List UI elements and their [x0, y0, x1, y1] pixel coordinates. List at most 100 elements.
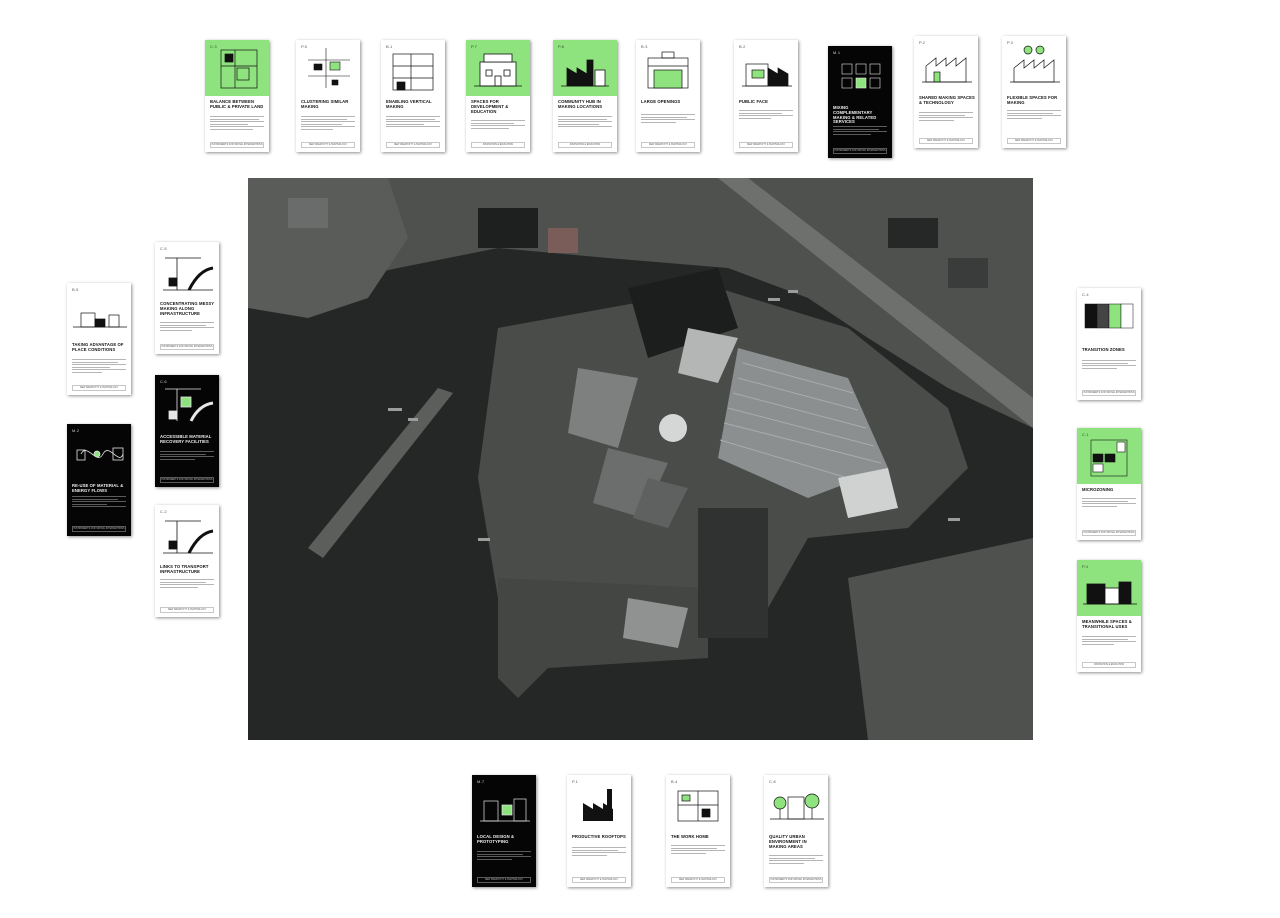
card-title: MEANWHILE SPACES & TRANSITIONAL USES: [1082, 619, 1132, 629]
card-text: [671, 845, 725, 855]
cluster-icon: [296, 40, 360, 96]
card-links[interactable]: C.2 LINKS TO TRANSPORT INFRASTRUCTURE NE…: [155, 505, 219, 617]
card-title: LINKS TO TRANSPORT INFRASTRUCTURE: [160, 564, 209, 574]
building-section-icon: [381, 40, 445, 96]
card-title: PUBLIC FACE: [739, 99, 769, 104]
card-tag: INNOVATION & EDUCATION: [471, 142, 525, 148]
card-text: [301, 116, 355, 132]
card-openings[interactable]: B.3 LARGE OPENINGS NEW CREATIVITY & TECH…: [636, 40, 700, 152]
card-workhome[interactable]: B.4 THE WORK HOME NEW CREATIVITY & TECHN…: [666, 775, 730, 887]
card-code: P.7: [471, 44, 478, 49]
card-tag: NEW CREATIVITY & TECHNOLOGY: [641, 142, 695, 148]
storefront-icon: [636, 40, 700, 96]
card-tag: NEW CREATIVITY & TECHNOLOGY: [160, 607, 214, 613]
card-text: [471, 120, 525, 130]
card-tag: INSTRUMENTS FOR SPATIAL INTERVENTIONS: [1082, 530, 1136, 536]
sawtooth-roof-icon: [914, 36, 978, 92]
card-code: C.6: [160, 379, 167, 384]
card-material[interactable]: C.6 ACCESSIBLE MATERIAL RECOVERY FACILIT…: [155, 375, 219, 487]
card-title: TRANSITION ZONES: [1082, 347, 1125, 352]
card-title: TAKING ADVANTAGE OF PLACE CONDITIONS: [72, 342, 124, 352]
card-code: B.4: [671, 779, 678, 784]
card-text: [160, 322, 214, 332]
card-rooftops[interactable]: P.1 PRODUCTIVE ROOFTOPS NEW CREATIVITY &…: [567, 775, 631, 887]
card-code: P.2: [919, 40, 926, 45]
transition-grid-icon: [1077, 288, 1141, 344]
card-tag: INNOVATION & EDUCATION: [1082, 662, 1136, 668]
card-text: [72, 496, 126, 509]
card-title: BALANCE BETWEEN PUBLIC & PRIVATE LAND: [210, 99, 264, 109]
card-title: LARGE OPENINGS: [641, 99, 681, 104]
card-code: B.2: [739, 44, 746, 49]
card-code: C.1: [1082, 432, 1089, 437]
card-code: M.7: [477, 779, 485, 784]
card-title: CONCENTRATING MESSY MAKING ALONG INFRAST…: [160, 301, 215, 316]
card-code: P.3: [1007, 40, 1014, 45]
card-title: QUALITY URBAN ENVIRONMENT IN MAKING AREA…: [769, 834, 807, 849]
card-title: MIXING COMPLEMENTARY MAKING & RELATED SE…: [833, 105, 877, 125]
prototype-icon: [472, 775, 536, 831]
card-code: M.1: [833, 50, 841, 55]
card-code: C.3: [210, 44, 217, 49]
card-tag: NEW CREATIVITY & TECHNOLOGY: [386, 142, 440, 148]
card-text: [477, 851, 531, 861]
card-code: P.8: [558, 44, 565, 49]
card-title: ACCESSIBLE MATERIAL RECOVERY FACILITIES: [160, 434, 212, 444]
card-p7[interactable]: P.7 SPACES FOR DEVELOPMENT & EDUCATION I…: [466, 40, 530, 152]
card-tag: NEW CREATIVITY & TECHNOLOGY: [671, 877, 725, 883]
card-meanwhile[interactable]: P.4 MEANWHILE SPACES & TRANSITIONAL USES…: [1077, 560, 1141, 672]
card-text: [558, 116, 612, 129]
card-tag: NEW CREATIVITY & TECHNOLOGY: [301, 142, 355, 148]
card-transition[interactable]: C.4 TRANSITION ZONES INSTRUMENTS FOR SPA…: [1077, 288, 1141, 400]
card-tag: INSTRUMENTS FOR SPATIAL INTERVENTIONS: [769, 877, 823, 883]
card-title: MICROZONING: [1082, 487, 1114, 492]
card-title: FLEXIBLE SPACES FOR MAKING: [1007, 95, 1058, 105]
zoning-grid-icon: [1077, 428, 1141, 484]
card-text: [572, 847, 626, 857]
card-code: C.8: [769, 779, 776, 784]
card-title: CLUSTERING SIMILAR MAKING: [301, 99, 349, 109]
card-code: B.5: [72, 287, 79, 292]
card-text: [641, 114, 695, 124]
card-publicface[interactable]: B.2 PUBLIC FACE NEW CREATIVITY & TECHNOL…: [734, 40, 798, 152]
card-tag: INSTRUMENTS FOR SPATIAL INTERVENTIONS: [833, 148, 887, 154]
card-tag: NEW CREATIVITY & TECHNOLOGY: [572, 877, 626, 883]
card-code: P.5: [301, 44, 308, 49]
card-concentrating[interactable]: C.5 CONCENTRATING MESSY MAKING ALONG INF…: [155, 242, 219, 354]
card-code: M.2: [72, 428, 80, 433]
card-shared[interactable]: P.2 SHARED MAKING SPACES & TECHNOLOGY NE…: [914, 36, 978, 148]
card-tag: INSTRUMENTS FOR SPATIAL INTERVENTIONS: [1082, 390, 1136, 396]
card-text: [160, 451, 214, 461]
card-clustering[interactable]: P.5 CLUSTERING SIMILAR MAKING NEW CREATI…: [296, 40, 360, 152]
card-tag: INSTRUMENTS FOR SPATIAL INTERVENTIONS: [160, 477, 214, 483]
card-reuse[interactable]: M.2 RE-USE OF MATERIAL & ENERGY FLOWS IN…: [67, 424, 131, 536]
card-microzoning[interactable]: C.1 MICROZONING INSTRUMENTS FOR SPATIAL …: [1077, 428, 1141, 540]
card-advantage[interactable]: B.5 TAKING ADVANTAGE OF PLACE CONDITIONS…: [67, 283, 131, 395]
work-home-icon: [666, 775, 730, 831]
card-title: LOCAL DESIGN & PROTOTYPING: [477, 834, 515, 844]
school-icon: [466, 40, 530, 96]
card-p8[interactable]: P.8 COMMUNITY HUB IN MAKING LOCATIONS IN…: [553, 40, 617, 152]
card-title: SPACES FOR DEVELOPMENT & EDUCATION: [471, 99, 509, 114]
card-tag: INSTRUMENTS FOR SPATIAL INTERVENTIONS: [210, 142, 264, 148]
card-mixing[interactable]: M.1 MIXING COMPLEMENTARY MAKING & RELATE…: [828, 46, 892, 158]
green-street-icon: [764, 775, 828, 831]
card-vertical[interactable]: B.1 ENABLING VERTICAL MAKING NEW CREATIV…: [381, 40, 445, 152]
card-text: [833, 126, 887, 136]
waterfront-icon: [67, 283, 131, 339]
container-icon: [1077, 560, 1141, 616]
card-quality[interactable]: C.8 QUALITY URBAN ENVIRONMENT IN MAKING …: [764, 775, 828, 887]
card-text: [739, 110, 793, 120]
card-c3[interactable]: C.3 BALANCE BETWEEN PUBLIC & PRIVATE LAN…: [205, 40, 269, 152]
plot-layout-icon: [205, 40, 269, 96]
card-localdesign[interactable]: M.7 LOCAL DESIGN & PROTOTYPING NEW CREAT…: [472, 775, 536, 887]
card-code: C.2: [160, 509, 167, 514]
card-tag: NEW CREATIVITY & TECHNOLOGY: [72, 385, 126, 391]
aerial-map-image: [248, 178, 1033, 740]
energy-loop-icon: [67, 424, 131, 480]
card-flexible[interactable]: P.3 FLEXIBLE SPACES FOR MAKING NEW CREAT…: [1002, 36, 1066, 148]
card-text: [72, 359, 126, 375]
card-title: ENABLING VERTICAL MAKING: [386, 99, 432, 109]
card-tag: NEW CREATIVITY & TECHNOLOGY: [739, 142, 793, 148]
chimney-factory-icon: [567, 775, 631, 831]
